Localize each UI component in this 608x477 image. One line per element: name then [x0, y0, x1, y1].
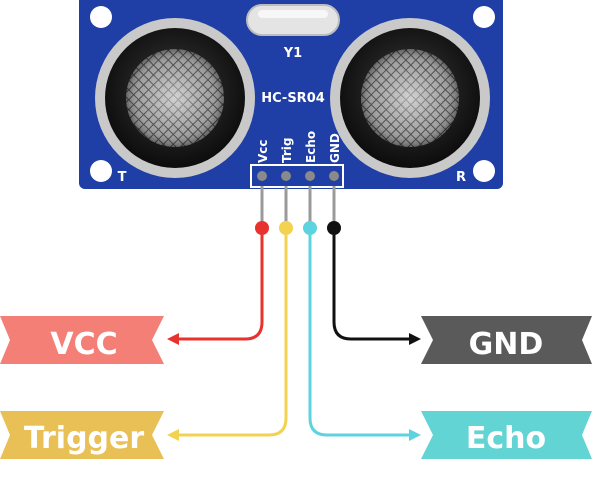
pin-header — [250, 164, 344, 188]
model-label: HC-SR04 — [261, 91, 325, 106]
pin-vcc — [257, 171, 267, 181]
mounting-hole-bottom-left — [90, 160, 112, 182]
pin-label-vcc: Vcc — [256, 139, 270, 163]
echo-label: Echo — [466, 421, 546, 456]
gnd-label-banner: GND — [421, 316, 592, 364]
pin-label-echo: Echo — [304, 131, 318, 163]
mounting-hole-top-right — [473, 6, 495, 28]
gnd-label: GND — [469, 327, 544, 362]
crystal-oscillator — [246, 4, 340, 36]
pin-legs — [260, 186, 336, 222]
echo-label-banner: Echo — [421, 411, 592, 459]
pin-label-trig: Trig — [280, 138, 294, 164]
wire-echo — [303, 221, 421, 441]
pin-label-gnd: GND — [328, 133, 342, 163]
trigger-label-banner: Trigger — [0, 411, 164, 459]
vcc-label-banner: VCC — [0, 316, 164, 364]
trigger-label: Trigger — [24, 421, 145, 456]
sensor-module: Y1 HC-SR04 T R Vcc Trig Echo GND — [79, 0, 503, 189]
wire-gnd — [327, 221, 421, 345]
mounting-hole-bottom-right — [473, 160, 495, 182]
mounting-hole-top-left — [90, 6, 112, 28]
vcc-label: VCC — [50, 327, 117, 362]
wire-vcc — [167, 221, 269, 345]
transmitter-label: T — [118, 170, 127, 185]
pin-trig — [281, 171, 291, 181]
crystal-label: Y1 — [283, 46, 302, 61]
receiver-label: R — [456, 170, 466, 185]
pin-gnd — [329, 171, 339, 181]
receiver-transducer — [330, 18, 490, 178]
wire-trigger — [167, 221, 293, 441]
pin-echo — [305, 171, 315, 181]
transmitter-transducer — [95, 18, 255, 178]
